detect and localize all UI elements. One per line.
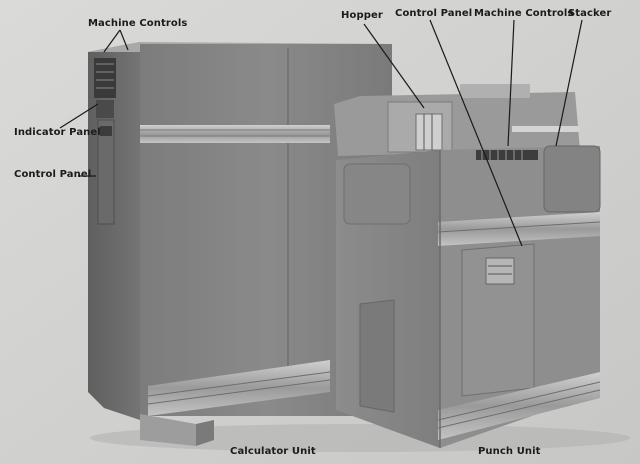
leader-lines xyxy=(59,19,583,247)
label-stacker: Stacker xyxy=(568,8,612,19)
label-machine-controls-right: Machine Controls xyxy=(474,8,574,19)
punch-control-panel xyxy=(476,150,538,160)
label-punch-unit: Punch Unit xyxy=(478,446,541,457)
label-indicator-panel: Indicator Panel xyxy=(14,127,101,138)
hopper-feed xyxy=(415,113,443,151)
label-calculator-unit: Calculator Unit xyxy=(230,446,316,457)
control-panel-area xyxy=(97,119,115,225)
label-hopper: Hopper xyxy=(341,10,383,21)
label-control-panel-left: Control Panel xyxy=(14,169,92,180)
label-machine-controls-left: Machine Controls xyxy=(88,18,188,29)
punch-unit xyxy=(334,84,601,448)
indicator-panel-area xyxy=(96,100,114,118)
stacker xyxy=(543,145,601,213)
label-control-panel-right: Control Panel xyxy=(395,8,473,19)
